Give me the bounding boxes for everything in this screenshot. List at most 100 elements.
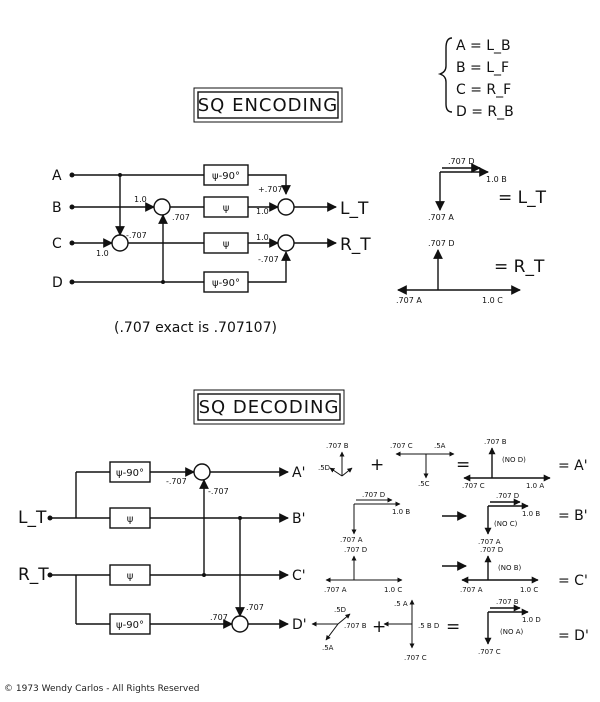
svg-text:.5C: .5C xyxy=(418,480,430,488)
svg-text:.5D: .5D xyxy=(318,464,330,472)
dec-phase-box-b: ψ xyxy=(109,507,151,529)
copyright-notice: © 1973 Wendy Carlos - All Rights Reserve… xyxy=(4,684,200,694)
svg-text:.5 A: .5 A xyxy=(394,600,408,608)
dec-vector-row-c: .707 D .707 A 1.0 C .707 D (NO B) .707 A… xyxy=(324,546,588,594)
enc-vector-rt-equals: = R_T xyxy=(494,257,545,277)
svg-text:.707 D: .707 D xyxy=(344,546,367,554)
enc-vector-lt-equals: = L_T xyxy=(498,188,547,208)
svg-text:1.0 B: 1.0 B xyxy=(486,175,507,184)
dec-output-b: B' xyxy=(292,511,305,527)
svg-text:+: + xyxy=(370,455,384,475)
dec-vector-row-a: .707 B .5D + .707 C .5A .5C = .707 B (NO… xyxy=(318,438,588,490)
svg-text:.707 A: .707 A xyxy=(428,213,454,222)
enc-input-b: B xyxy=(52,200,62,216)
decoding-title-frame xyxy=(193,389,345,425)
dec-output-d: D' xyxy=(292,617,307,633)
svg-text:= A': = A' xyxy=(558,458,588,474)
svg-text:.707 D: .707 D xyxy=(362,491,385,499)
svg-text:= B': = B' xyxy=(558,508,588,524)
enc-output-lt: L_T xyxy=(340,199,369,219)
svg-text:=: = xyxy=(456,455,470,475)
svg-text:ψ: ψ xyxy=(223,203,230,214)
svg-text:ψ-90°: ψ-90° xyxy=(116,620,144,631)
enc-precision-note: (.707 exact is .707107) xyxy=(114,320,277,336)
decoding-title: SQ DECODING xyxy=(199,397,340,418)
enc-coef-8: -.707 xyxy=(258,255,279,264)
svg-text:1.0 B: 1.0 B xyxy=(392,508,410,516)
enc-vector-lt: .707 D 1.0 B .707 A = L_T xyxy=(428,157,547,222)
svg-text:= D': = D' xyxy=(558,628,589,644)
svg-text:.707 A: .707 A xyxy=(478,538,501,546)
enc-summer-lt xyxy=(277,198,295,216)
enc-coef-1: 1.0 xyxy=(134,195,147,204)
enc-phase-box-d: ψ-90° xyxy=(203,271,249,293)
svg-text:.707 D: .707 D xyxy=(480,546,503,554)
enc-coef-2: .707 xyxy=(172,213,190,222)
enc-vector-rt: .707 D .707 A 1.0 C = R_T xyxy=(396,239,545,305)
enc-coef-6: 1.0 xyxy=(256,207,269,216)
svg-text:1.0 C: 1.0 C xyxy=(482,296,503,305)
dec-input-rt: R_T xyxy=(18,565,49,585)
enc-coef-5: +.707 xyxy=(258,185,283,194)
encoding-section: SQ ENCODING A B C D ψ-90° xyxy=(52,87,547,336)
enc-phase-box-b: ψ xyxy=(203,196,249,218)
svg-text:.5A: .5A xyxy=(434,442,446,450)
svg-text:.5D: .5D xyxy=(334,606,346,614)
encoding-title-box xyxy=(197,91,339,119)
enc-input-d: D xyxy=(52,275,63,291)
svg-text:.707 A: .707 A xyxy=(460,586,483,594)
legend-c: C = R_F xyxy=(456,82,511,98)
legend-a: A = L_B xyxy=(456,38,511,54)
dec-summer-a xyxy=(193,463,211,481)
dec-output-a: A' xyxy=(292,465,305,481)
svg-text:.707 C: .707 C xyxy=(404,654,427,662)
encoding-title: SQ ENCODING xyxy=(198,95,338,116)
legend-b: B = L_F xyxy=(456,60,509,76)
dec-phase-box-c: ψ xyxy=(109,564,151,586)
svg-text:.5 B D: .5 B D xyxy=(418,622,439,630)
enc-phase-box-c: ψ xyxy=(203,232,249,254)
dec-coef-2: -.707 xyxy=(208,487,229,496)
dec-phase-box-d: ψ-90° xyxy=(109,613,151,635)
enc-summer-rt xyxy=(277,234,295,252)
svg-text:.707 D: .707 D xyxy=(428,239,455,248)
svg-text:=: = xyxy=(446,617,460,637)
svg-text:.707 C: .707 C xyxy=(478,648,501,656)
svg-text:.707 D: .707 D xyxy=(448,157,475,166)
svg-text:= C': = C' xyxy=(558,573,588,589)
channel-legend: A = L_B B = L_F C = R_F D = R_B xyxy=(437,37,514,120)
svg-text:.707 D: .707 D xyxy=(496,492,519,500)
svg-text:.707 B: .707 B xyxy=(344,622,367,630)
enc-summer-2 xyxy=(111,234,129,252)
dec-coef-3: .707 xyxy=(210,613,228,622)
decoding-section: SQ DECODING L_T R_T ψ-90° ψ ψ xyxy=(18,389,589,662)
svg-text:ψ: ψ xyxy=(127,514,134,525)
svg-text:.5A: .5A xyxy=(322,644,334,652)
enc-phase-box-a: ψ-90° xyxy=(203,164,249,186)
svg-text:1.0 C: 1.0 C xyxy=(520,586,538,594)
svg-text:1.0 B: 1.0 B xyxy=(522,510,540,518)
legend-d: D = R_B xyxy=(456,104,514,120)
svg-text:.707 B: .707 B xyxy=(484,438,507,446)
svg-text:1.0 D: 1.0 D xyxy=(522,616,541,624)
legend-brace xyxy=(437,37,453,113)
svg-text:.707 B: .707 B xyxy=(326,442,349,450)
svg-text:(NO A): (NO A) xyxy=(500,628,523,636)
svg-text:ψ: ψ xyxy=(223,239,230,250)
dec-summer-d xyxy=(231,615,249,633)
svg-text:.707 B: .707 B xyxy=(496,598,519,606)
svg-text:ψ-90°: ψ-90° xyxy=(116,468,144,479)
enc-coef-4: 1.0 xyxy=(96,249,109,258)
svg-text:ψ-90°: ψ-90° xyxy=(212,278,240,289)
dec-output-c: C' xyxy=(292,568,306,584)
svg-text:.707 C: .707 C xyxy=(390,442,413,450)
dec-phase-box-a: ψ-90° xyxy=(109,461,151,483)
enc-input-a: A xyxy=(52,168,62,184)
svg-text:1.0 C: 1.0 C xyxy=(384,586,402,594)
svg-text:.707 A: .707 A xyxy=(324,586,347,594)
enc-coef-3: -.707 xyxy=(126,231,147,240)
svg-text:ψ: ψ xyxy=(127,571,134,582)
svg-text:+: + xyxy=(372,617,386,637)
